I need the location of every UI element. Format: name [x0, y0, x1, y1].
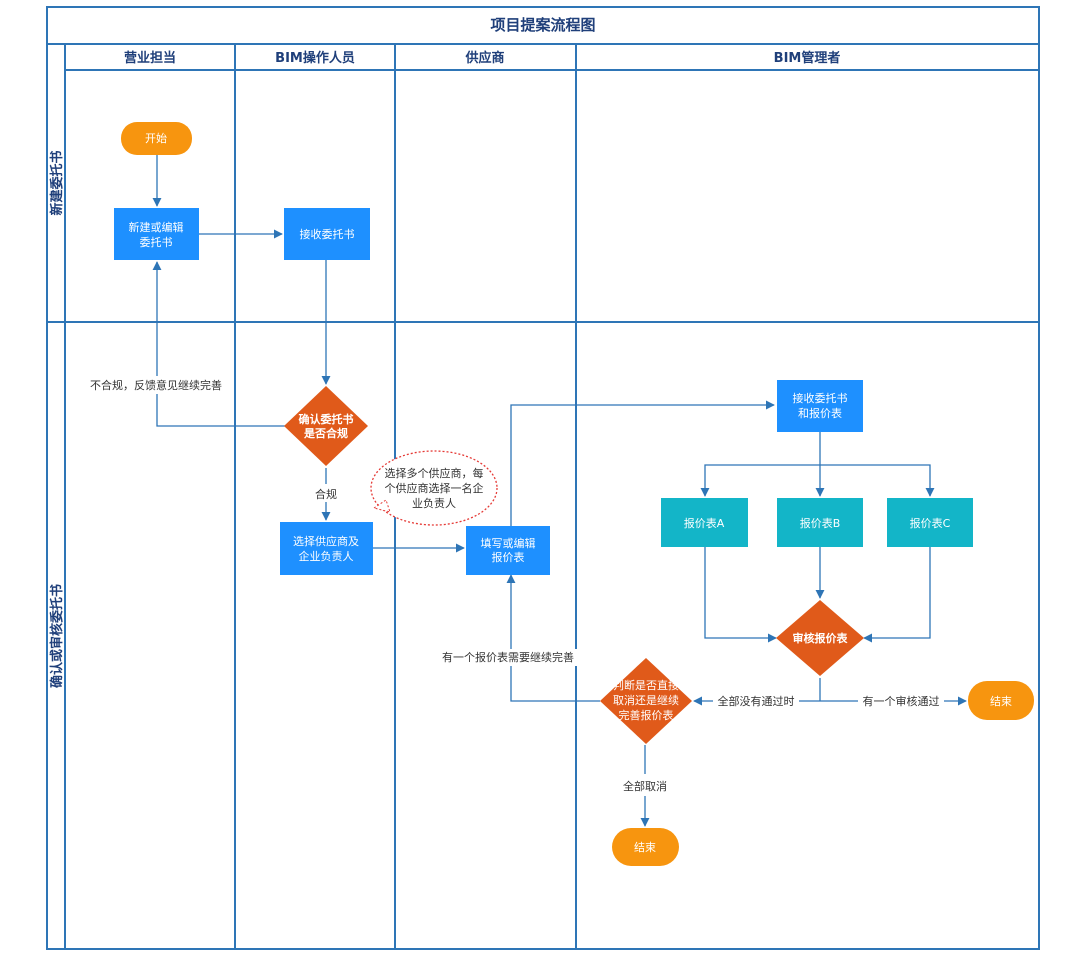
node-check-decision: 确认委托书 是否合规: [284, 386, 368, 466]
node-end-bottom: 结束: [612, 828, 679, 866]
phase-label-confirm: 确认或审核委托书: [49, 584, 65, 688]
edge-c-review: [863, 547, 931, 643]
node-receive-label: 接收委托书: [300, 227, 355, 241]
edge-a-review: [704, 547, 777, 643]
connectors: [152, 155, 967, 827]
node-end-right: 结束: [968, 681, 1034, 720]
node-review-label: 审核报价表: [793, 631, 849, 645]
node-fill-label-1: 填写或编辑: [481, 536, 536, 550]
node-judge-decision: 判断是否直接 取消还是继续 完善报价表: [600, 658, 692, 744]
swimlane-frame: [46, 6, 1040, 950]
node-select: 选择供应商及 企业负责人: [280, 522, 373, 575]
phase-label-new: 新建委托书: [49, 150, 65, 215]
node-create-label-1: 新建或编辑: [129, 220, 184, 234]
lane-header-manager: BIM管理者: [774, 50, 841, 66]
node-review-decision: 审核报价表: [776, 600, 864, 676]
callout-note-line-1: 选择多个供应商，每: [385, 466, 484, 480]
edge-split-c: [820, 464, 935, 497]
label-one-needs: 有一个报价表需要继续完善: [442, 650, 574, 664]
label-none-pass: 全部没有通过时: [718, 694, 795, 708]
edge-judge-fill: [506, 574, 600, 702]
diagram-title: 项目提案流程图: [490, 16, 595, 34]
label-noncompliant: 不合规，反馈意见继续完善: [90, 378, 222, 392]
node-select-label-1: 选择供应商及: [293, 534, 359, 548]
node-receive2-label-2: 和报价表: [798, 406, 842, 420]
node-quote-a-label: 报价表A: [684, 516, 725, 530]
node-receive2: 接收委托书 和报价表: [777, 380, 863, 432]
node-create: 新建或编辑 委托书: [114, 208, 199, 260]
nodes: 开始 新建或编辑 委托书 接收委托书 确认委托书 是否合规 选择供应商及 企业负…: [114, 122, 1034, 866]
node-check-label-1: 确认委托书: [299, 412, 354, 426]
node-check-label-2: 是否合规: [303, 426, 348, 440]
lane-header-sales: 营业担当: [124, 50, 176, 66]
node-judge-label-2: 取消还是继续: [613, 693, 679, 707]
node-quote-b-label: 报价表B: [800, 516, 841, 530]
edge-fill-receive2: [510, 400, 775, 526]
node-start: 开始: [121, 122, 192, 155]
label-compliant: 合规: [315, 487, 337, 501]
node-fill-label-2: 报价表: [492, 550, 525, 564]
label-cancel-all: 全部取消: [623, 779, 667, 793]
node-judge-label-3: 完善报价表: [619, 708, 674, 722]
callout-note: 选择多个供应商，每 个供应商选择一名企 业负责人: [370, 450, 498, 526]
node-receive2-label-1: 接收委托书: [793, 391, 848, 405]
node-quote-b: 报价表B: [777, 498, 863, 547]
node-end-bottom-label: 结束: [634, 841, 656, 854]
callout-note-line-2: 个供应商选择一名企: [385, 481, 484, 495]
node-end-right-label: 结束: [990, 695, 1012, 708]
node-fill: 填写或编辑 报价表: [466, 526, 550, 575]
node-select-label-2: 企业负责人: [299, 549, 354, 563]
label-one-pass: 有一个审核通过: [863, 694, 940, 708]
callout-note-line-3: 业负责人: [412, 496, 456, 510]
node-quote-c: 报价表C: [887, 498, 973, 547]
lane-header-operator: BIM操作人员: [275, 50, 355, 66]
node-receive: 接收委托书: [284, 208, 370, 260]
node-quote-a: 报价表A: [661, 498, 748, 547]
node-start-label: 开始: [145, 131, 167, 145]
node-quote-c-label: 报价表C: [910, 516, 951, 530]
node-create-label-2: 委托书: [140, 235, 173, 249]
node-judge-label-1: 判断是否直接: [613, 678, 679, 692]
lane-header-supplier: 供应商: [464, 50, 504, 66]
edge-split-a: [700, 464, 820, 497]
edge-noncompliant: [152, 261, 286, 427]
edge-labels: 不合规，反馈意见继续完善 合规 有一个报价表需要继续完善 全部没有通过时 有一个…: [82, 376, 944, 793]
